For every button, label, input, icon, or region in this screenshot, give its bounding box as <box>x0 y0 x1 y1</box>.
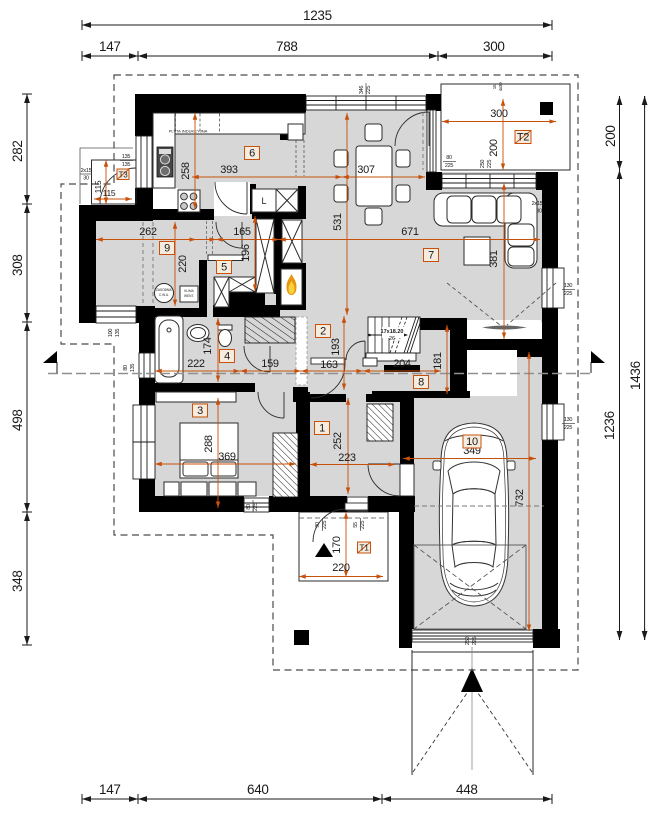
svg-text:55: 55 <box>353 522 359 528</box>
svg-text:10: 10 <box>466 436 478 448</box>
svg-text:258: 258 <box>180 162 192 180</box>
svg-text:147: 147 <box>99 39 121 54</box>
svg-text:1236: 1236 <box>602 411 617 440</box>
svg-text:135: 135 <box>130 364 136 373</box>
svg-text:159: 159 <box>261 358 279 370</box>
svg-text:135: 135 <box>122 162 131 168</box>
svg-text:17x18.20: 17x18.20 <box>381 329 404 335</box>
svg-text:225: 225 <box>360 521 366 530</box>
svg-text:PLYTA INDUKCYJNA: PLYTA INDUKCYJNA <box>169 129 208 134</box>
svg-text:346: 346 <box>359 86 365 95</box>
svg-text:T3: T3 <box>119 171 129 180</box>
svg-text:225: 225 <box>445 163 454 169</box>
svg-text:225: 225 <box>564 425 573 431</box>
svg-text:200: 200 <box>488 139 500 157</box>
svg-text:170: 170 <box>331 536 343 554</box>
svg-text:196: 196 <box>240 244 252 262</box>
svg-text:307: 307 <box>357 164 375 176</box>
svg-text:381: 381 <box>488 250 500 268</box>
svg-text:6: 6 <box>249 148 255 160</box>
svg-text:7: 7 <box>428 250 434 262</box>
svg-text:2x15: 2x15 <box>532 201 543 207</box>
svg-text:1436: 1436 <box>628 361 643 390</box>
svg-text:30: 30 <box>83 176 89 182</box>
svg-text:80: 80 <box>446 155 452 161</box>
svg-text:788: 788 <box>276 39 298 54</box>
svg-text:115: 115 <box>103 188 116 198</box>
svg-text:26: 26 <box>389 336 395 342</box>
svg-text:1235: 1235 <box>303 8 332 23</box>
svg-text:193: 193 <box>330 338 342 356</box>
svg-text:498: 498 <box>10 409 25 431</box>
svg-text:448: 448 <box>456 782 478 797</box>
svg-text:225: 225 <box>472 637 478 646</box>
svg-text:220: 220 <box>332 562 350 574</box>
svg-text:204: 204 <box>393 358 411 370</box>
svg-text:115: 115 <box>93 180 103 193</box>
svg-text:147: 147 <box>99 782 121 797</box>
svg-text:531: 531 <box>332 213 344 231</box>
svg-text:223: 223 <box>338 452 356 464</box>
svg-text:KLIMA: KLIMA <box>184 289 194 293</box>
svg-text:3: 3 <box>197 405 203 417</box>
svg-text:165: 165 <box>233 226 251 238</box>
svg-text:220: 220 <box>177 255 189 273</box>
svg-text:9: 9 <box>164 243 170 255</box>
svg-text:225: 225 <box>322 521 328 530</box>
svg-text:90: 90 <box>315 522 321 528</box>
svg-text:200: 200 <box>603 125 618 147</box>
svg-text:732: 732 <box>514 489 526 507</box>
svg-text:250: 250 <box>480 160 486 169</box>
svg-text:130: 130 <box>564 283 573 289</box>
svg-text:288: 288 <box>203 435 215 453</box>
svg-text:252: 252 <box>332 432 344 450</box>
svg-text:2: 2 <box>320 326 326 338</box>
svg-text:5: 5 <box>221 262 227 274</box>
svg-text:225: 225 <box>366 86 372 95</box>
svg-text:163: 163 <box>320 359 338 371</box>
svg-text:2x15: 2x15 <box>81 168 92 174</box>
svg-text:250: 250 <box>465 637 471 646</box>
svg-text:100: 100 <box>108 329 114 338</box>
svg-text:174: 174 <box>202 337 214 355</box>
svg-text:15: 15 <box>492 84 497 89</box>
svg-text:671: 671 <box>401 226 419 238</box>
svg-text:308: 308 <box>10 254 25 276</box>
svg-text:4: 4 <box>224 351 230 363</box>
svg-text:130: 130 <box>564 417 573 423</box>
svg-text:300: 300 <box>483 39 505 54</box>
svg-text:1: 1 <box>319 423 325 435</box>
svg-text:4x30: 4x30 <box>498 82 503 91</box>
svg-text:C.W.U.: C.W.U. <box>159 293 169 297</box>
svg-text:640: 640 <box>247 782 269 797</box>
svg-text:225: 225 <box>564 291 573 297</box>
svg-text:T1: T1 <box>359 543 369 553</box>
svg-text:282: 282 <box>10 140 25 162</box>
svg-text:348: 348 <box>10 570 25 592</box>
svg-text:225: 225 <box>253 503 259 512</box>
svg-text:L: L <box>261 196 266 206</box>
svg-text:8: 8 <box>418 377 424 389</box>
svg-text:181: 181 <box>432 352 444 370</box>
svg-text:300: 300 <box>490 108 508 120</box>
svg-text:135: 135 <box>122 154 131 160</box>
svg-text:135: 135 <box>115 329 121 338</box>
svg-text:222: 222 <box>187 358 205 370</box>
svg-text:30: 30 <box>536 209 542 215</box>
svg-text:T2: T2 <box>517 132 529 144</box>
svg-text:ZASOBNIK: ZASOBNIK <box>156 288 173 292</box>
svg-text:80: 80 <box>123 365 129 371</box>
svg-text:262: 262 <box>139 226 157 238</box>
svg-text:393: 393 <box>220 164 238 176</box>
svg-text:80: 80 <box>246 504 252 510</box>
svg-text:WENT.: WENT. <box>184 294 194 298</box>
svg-text:225: 225 <box>487 160 493 169</box>
svg-text:369: 369 <box>218 451 236 463</box>
